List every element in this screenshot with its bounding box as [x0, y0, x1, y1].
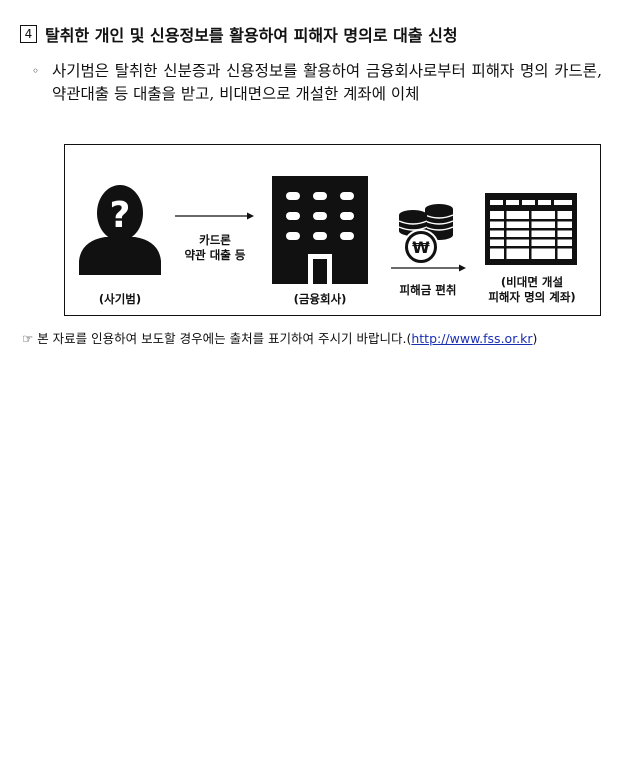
building-icon [272, 176, 368, 284]
citation-note: ☞ 본 자료를 인용하여 보도할 경우에는 출처를 표기하여 주시기 바랍니다.… [22, 328, 537, 347]
loan-type-line-2: 약관 대출 등 [184, 248, 246, 262]
section-title: 탈취한 개인 및 신용정보를 활용하여 피해자 명의로 대출 신청 [45, 26, 458, 45]
flow-diagram: ? 카드론 약관 대출 등 [64, 144, 601, 316]
bank-label: (금융회사) [293, 292, 347, 306]
bullet-text: 사기범은 탈취한 신분증과 신용정보를 활용하여 금융회사로부터 피해자 명의 … [52, 62, 602, 103]
section-heading: 4 탈취한 개인 및 신용정보를 활용하여 피해자 명의로 대출 신청 [20, 22, 458, 46]
bullet-paragraph: ◦ 사기범은 탈취한 신분증과 신용정보를 활용하여 금융회사로부터 피해자 명… [32, 60, 602, 106]
loan-type-line-1: 카드론 [199, 233, 231, 247]
scammer-label: (사기범) [98, 292, 142, 306]
won-symbol: ₩ [412, 238, 430, 257]
fraud-gain-label: 피해금 편취 [399, 283, 457, 297]
loan-arrow [175, 212, 254, 220]
account-label-line-2: 피해자 명의 계좌) [488, 290, 576, 304]
bullet-mark: ◦ [32, 64, 40, 78]
transfer-arrow [391, 264, 466, 272]
account-sheet-icon [485, 193, 577, 265]
section-number: 4 [20, 25, 37, 43]
link-close-paren: ) [532, 331, 538, 346]
loan-type-label: 카드론 약관 대출 등 [169, 233, 261, 263]
citation-text: 본 자료를 인용하여 보도할 경우에는 출처를 표기하여 주시기 바랍니다. [37, 331, 407, 346]
account-label-line-1: (비대면 개설 [500, 275, 564, 289]
coins-icon: ₩ [398, 204, 454, 265]
account-label: (비대면 개설 피해자 명의 계좌) [470, 275, 594, 305]
scammer-icon: ? [79, 185, 161, 275]
pointing-hand-icon: ☞ [22, 331, 34, 346]
link-open-paren: ( [406, 331, 412, 346]
svg-text:?: ? [110, 195, 131, 236]
fss-website-link[interactable]: http://www.fss.or.kr [411, 331, 533, 346]
